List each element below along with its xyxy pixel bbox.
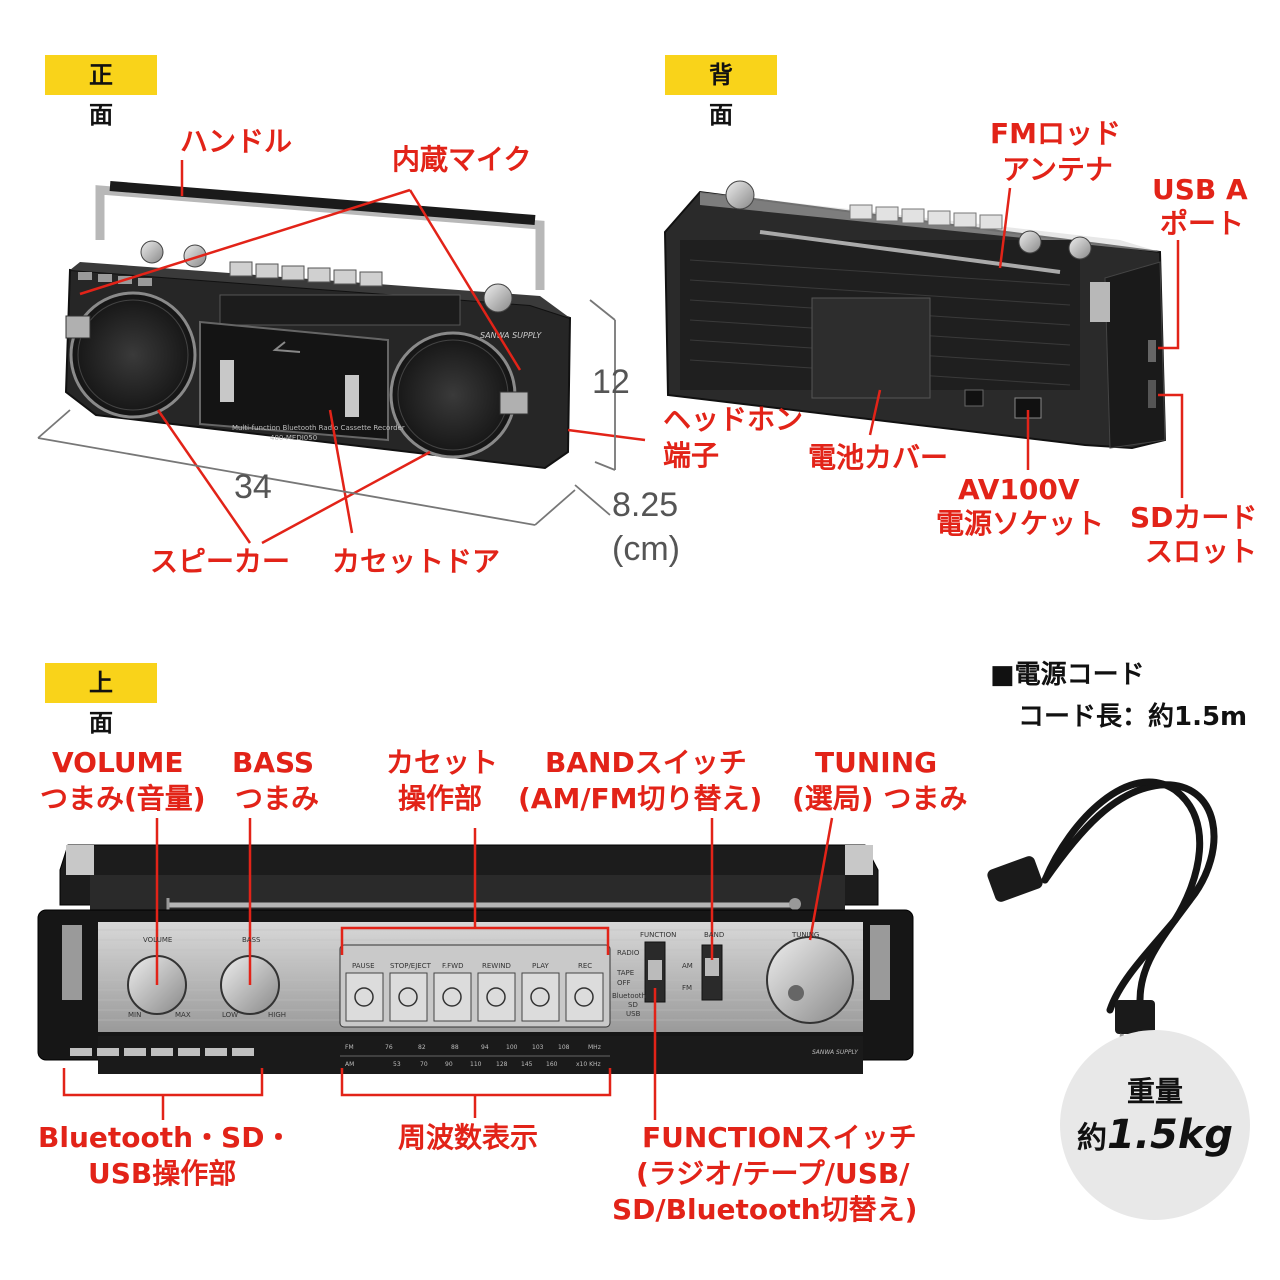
front-model-number: 400-MEDI050 [270,434,317,442]
label-cassette-ops-2: 操作部 [398,782,483,815]
label-volume-1: VOLUME [52,746,184,779]
top-leader-lines [62,817,834,1120]
dimension-depth: 8.25 [612,486,679,524]
label-bass-2: つまみ [235,782,320,815]
label-bass-1: BASS [232,746,315,779]
dimension-unit: (cm) [612,530,680,568]
cord-title: ■電源コード [990,660,1145,690]
dimension-height: 12 [592,363,630,401]
label-band-1: BANDスイッチ [545,746,747,779]
front-section-tag: 正 面 [45,55,157,129]
weight-badge: 重量 約1.5kg [1060,1030,1250,1220]
label-antenna-1: FMロッド [990,117,1121,150]
weight-title: 重量 [1126,1075,1183,1108]
back-leader-lines [868,187,1184,498]
label-sd-slot-2: スロット [1145,535,1258,568]
dimension-width: 34 [234,468,272,506]
label-antenna-2: アンテナ [1002,153,1113,186]
label-usb-1: USB A [1152,173,1248,206]
power-cord-image [1041,778,1218,1014]
label-function-1: FUNCTIONスイッチ [642,1121,917,1154]
label-tuning-1: TUNING [815,746,938,779]
label-band-2: (AM/FM切り替え) [518,782,763,815]
label-headphone-2: 端子 [663,439,720,472]
label-usb-2: ポート [1160,207,1245,240]
label-sd-slot-1: SDカード [1130,501,1258,534]
front-model-print: Multi-function Bluetooth Radio Cassette … [232,424,405,432]
front-view-device: Multi-function Bluetooth Radio Cassette … [64,181,572,470]
top-view-device [37,844,914,1074]
label-bt-ops-1: Bluetooth・SD・ [38,1121,293,1154]
label-tuning-2: (選局) つまみ [792,782,968,815]
label-battery-cover: 電池カバー [808,441,949,474]
label-headphone-1: ヘッドホン [663,403,804,436]
label-power-socket-2: 電源ソケット [936,507,1105,540]
top-section-tag: 上 面 [45,663,157,737]
front-brand-print: SANWA SUPPLY [480,331,542,340]
label-handle: ハンドル [180,125,293,158]
label-cassette-door: カセットドア [332,545,501,578]
label-cassette-ops-1: カセット [386,746,499,779]
label-function-3: SD/Bluetooth切替え) [612,1193,918,1226]
back-view-device [663,180,1167,450]
front-leader-lines [79,160,646,545]
weight-value: 1.5kg [1106,1112,1234,1158]
back-section-tag: 背 面 [665,55,777,129]
weight-prefix: 約 [1076,1121,1107,1156]
label-volume-2: つまみ(音量) [40,782,206,815]
label-bt-ops-2: USB操作部 [88,1157,237,1190]
cord-length: コード長：約1.5m [1018,702,1248,732]
power-plug-icon [987,856,1155,1065]
label-function-2: (ラジオ/テープ/USB/ [636,1157,910,1190]
weight-value-wrap: 約1.5kg [1060,1112,1250,1158]
label-power-socket-1: AV100V [958,473,1080,506]
label-speaker: スピーカー [150,545,291,578]
label-mic: 内蔵マイク [392,143,532,176]
label-freq-display: 周波数表示 [398,1121,539,1154]
dimension-lines [37,299,616,526]
